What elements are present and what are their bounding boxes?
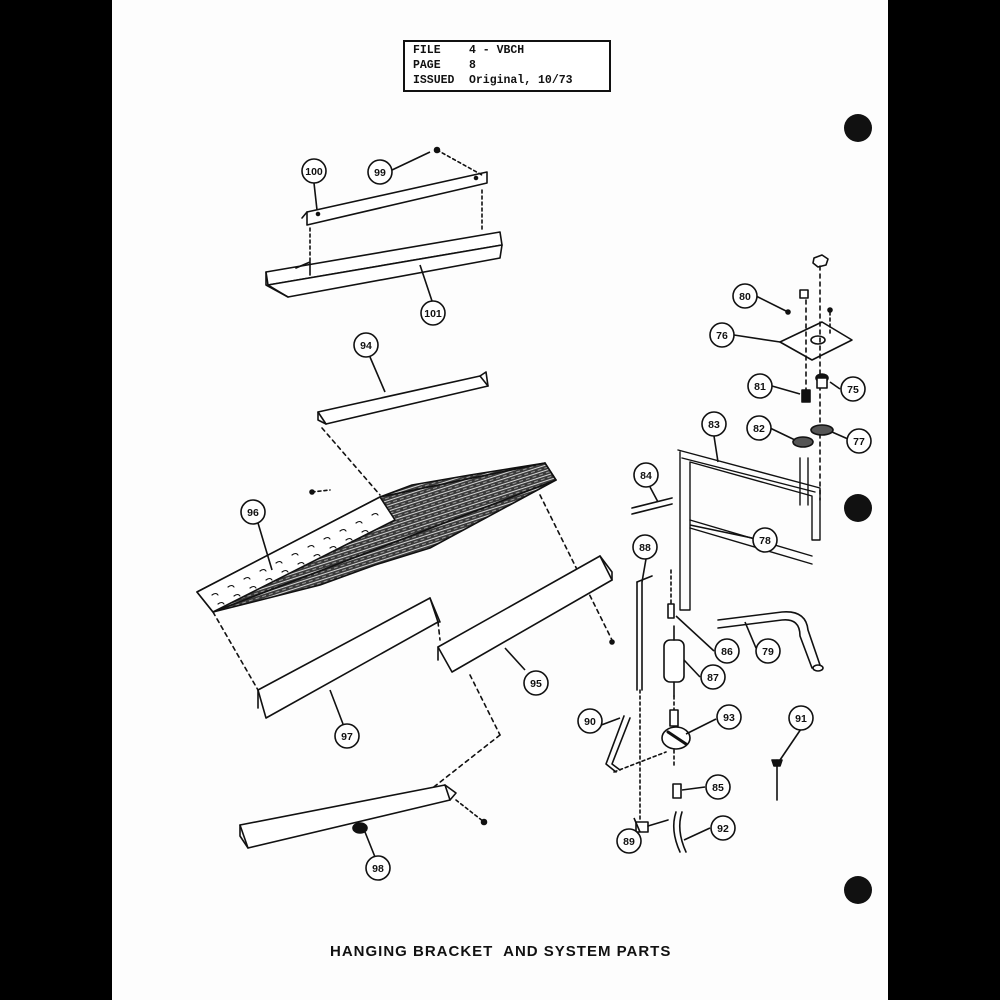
svg-text:92: 92 <box>717 823 729 835</box>
callout-81: 81 <box>747 373 773 399</box>
callout-99: 99 <box>367 159 393 185</box>
callout-100: 100 <box>301 158 327 184</box>
svg-text:91: 91 <box>795 713 807 725</box>
part-85-fitting <box>672 783 682 799</box>
part-77-washer <box>810 424 834 436</box>
svg-text:78: 78 <box>759 535 771 547</box>
callout-95: 95 <box>523 670 549 696</box>
part-76-mounting-plate <box>779 321 853 361</box>
file-info-box: FILE 4 - VBCH PAGE 8 ISSUED Original, 10/73 <box>403 40 611 92</box>
part-88-tube <box>636 575 653 691</box>
callout-86: 86 <box>714 638 740 664</box>
leader-lines <box>257 151 849 858</box>
part-97-drip-tray <box>257 597 441 719</box>
svg-text:96: 96 <box>247 507 259 519</box>
issued-label: ISSUED <box>413 74 455 87</box>
callout-85: 85 <box>705 774 731 800</box>
svg-text:81: 81 <box>754 381 766 393</box>
part-96-coil <box>196 462 557 613</box>
part-100-bracket-upper <box>301 171 488 226</box>
callout-90: 90 <box>577 708 603 734</box>
issued-row: ISSUED Original, 10/73 <box>413 74 573 88</box>
svg-text:84: 84 <box>640 470 652 482</box>
part-90-bent-tube <box>605 715 631 773</box>
registration-dot-middle <box>844 494 872 522</box>
callout-76: 76 <box>709 322 735 348</box>
callout-97: 97 <box>334 723 360 749</box>
svg-text:85: 85 <box>712 782 724 794</box>
callout-87: 87 <box>700 664 726 690</box>
part-93-valve <box>661 709 691 750</box>
page-row: PAGE 8 <box>413 59 476 73</box>
page-label: PAGE <box>413 59 441 72</box>
svg-text:82: 82 <box>753 423 765 435</box>
svg-text:95: 95 <box>530 678 542 690</box>
part-94-filter-bracket <box>317 371 489 425</box>
part-92-curved-tube <box>672 811 687 853</box>
svg-text:75: 75 <box>847 384 859 396</box>
callout-98: 98 <box>365 855 391 881</box>
part-98-drain-pan <box>239 784 488 849</box>
part-84-tube-stub <box>631 497 673 515</box>
registration-dot-bottom <box>844 876 872 904</box>
part-95-drip-tray <box>437 555 613 673</box>
diagram-caption: HANGING BRACKET AND SYSTEM PARTS <box>330 943 672 960</box>
svg-text:97: 97 <box>341 731 353 743</box>
svg-text:86: 86 <box>721 646 733 658</box>
callout-94: 94 <box>353 332 379 358</box>
svg-text:89: 89 <box>623 836 635 848</box>
svg-text:76: 76 <box>716 330 728 342</box>
part-82-washer <box>792 436 814 448</box>
svg-text:99: 99 <box>374 167 386 179</box>
callout-92: 92 <box>710 815 736 841</box>
callout-91: 91 <box>788 705 814 731</box>
callout-77: 77 <box>846 428 872 454</box>
part-101-rail <box>265 231 503 298</box>
part-81-fitting <box>801 389 811 403</box>
callout-82: 82 <box>746 415 772 441</box>
callout-96: 96 <box>240 499 266 525</box>
callout-75: 75 <box>840 376 866 402</box>
svg-text:83: 83 <box>708 419 720 431</box>
part-83-tubing <box>677 449 821 611</box>
part-79-tube <box>717 611 824 672</box>
svg-text:101: 101 <box>424 308 442 320</box>
callout-93: 93 <box>716 704 742 730</box>
callout-89: 89 <box>616 828 642 854</box>
svg-text:94: 94 <box>360 340 372 352</box>
file-row: FILE 4 - VBCH <box>413 44 524 58</box>
part-99-screw <box>433 146 483 176</box>
svg-text:90: 90 <box>584 716 596 728</box>
callout-88: 88 <box>632 534 658 560</box>
issued-value: Original, 10/73 <box>469 74 573 87</box>
part-80-screws <box>785 254 833 315</box>
svg-text:79: 79 <box>762 646 774 658</box>
part-75-valve <box>815 373 829 389</box>
svg-text:98: 98 <box>372 863 384 875</box>
part-91-screw <box>771 759 783 801</box>
svg-text:88: 88 <box>639 542 651 554</box>
svg-text:80: 80 <box>739 291 751 303</box>
page-value: 8 <box>469 59 476 72</box>
file-value: 4 - VBCH <box>469 44 525 57</box>
coil-fin-holes <box>211 512 379 605</box>
svg-text:77: 77 <box>853 436 865 448</box>
part-87-filter-drier <box>663 625 685 697</box>
registration-dot-top <box>844 114 872 142</box>
callout-101: 101 <box>420 300 446 326</box>
callout-80: 80 <box>732 283 758 309</box>
callout-78: 78 <box>752 527 778 553</box>
callout-84: 84 <box>633 462 659 488</box>
callout-79: 79 <box>755 638 781 664</box>
svg-text:87: 87 <box>707 672 719 684</box>
svg-text:100: 100 <box>305 166 323 178</box>
svg-text:93: 93 <box>723 712 735 724</box>
file-label: FILE <box>413 44 441 57</box>
callout-83: 83 <box>701 411 727 437</box>
part-78-tubing <box>689 457 813 565</box>
part-86-connector <box>667 569 675 619</box>
part-89-tee <box>635 819 669 833</box>
